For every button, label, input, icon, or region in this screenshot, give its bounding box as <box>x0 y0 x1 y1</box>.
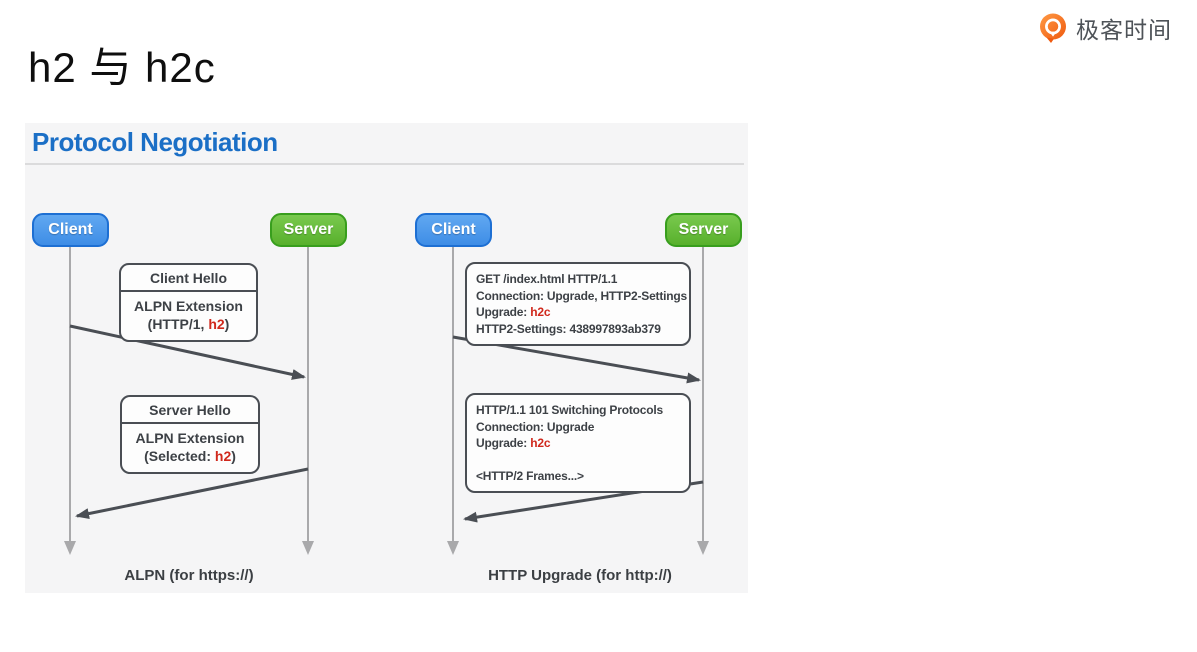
text-segment: ) <box>224 316 230 332</box>
request-line: GET /index.html HTTP/1.1 <box>476 272 618 286</box>
alpn-server-chip: Server <box>270 213 347 247</box>
arrow-client-hello <box>69 324 306 380</box>
alpn-selected-line: (Selected: h2) <box>126 447 254 465</box>
h2c-highlight: h2c <box>530 305 551 319</box>
alpn-extension-line: ALPN Extension <box>134 298 243 314</box>
client-hello-body: ALPN Extension (HTTP/1, h2) <box>121 292 256 340</box>
response-line: <HTTP/2 Frames...> <box>476 468 584 483</box>
response-line: Connection: Upgrade <box>476 419 595 434</box>
upgrade-server-label: Server <box>678 221 729 238</box>
alpn-extension-line: ALPN Extension <box>135 430 245 446</box>
alpn-protocols-line: (HTTP/1, h2) <box>125 315 252 333</box>
geektime-logo-text: 极客时间 <box>1076 17 1172 43</box>
sequence-lines-svg <box>64 247 709 555</box>
text-segment: Upgrade: <box>476 305 531 319</box>
lifeline-arrowhead <box>64 541 76 555</box>
h2-highlight: h2 <box>214 448 232 464</box>
upgrade-client-chip: Client <box>415 213 492 247</box>
response-line: Upgrade: h2c <box>476 435 680 452</box>
page-title: h2 与 h2c <box>28 44 216 91</box>
text-segment: ) <box>231 448 236 464</box>
header-divider <box>25 163 744 165</box>
lifeline-arrowhead <box>302 541 314 555</box>
request-line: HTTP2-Settings: 438997893ab379 <box>476 321 661 336</box>
alpn-client-label: Client <box>48 221 93 238</box>
request-line: Connection: Upgrade, HTTP2-Settings <box>476 288 688 303</box>
upgrade-client-label: Client <box>431 221 476 238</box>
alpn-caption: ALPN (for https://) <box>124 567 254 584</box>
response-line: HTTP/1.1 101 Switching Protocols <box>476 403 663 417</box>
text-segment: (HTTP/1, <box>147 316 209 332</box>
lifeline-arrowhead <box>697 541 709 555</box>
server-hello-header: Server Hello <box>122 397 258 424</box>
lifeline-end-arrows <box>64 541 709 555</box>
alpn-client-chip: Client <box>32 213 109 247</box>
geektime-logo-icon <box>1040 13 1066 43</box>
h2-highlight: h2 <box>208 316 225 332</box>
panel-title: Protocol Negotiation <box>32 127 278 157</box>
text-segment: Upgrade: <box>476 436 531 450</box>
server-hello-note: Server Hello ALPN Extension (Selected: h… <box>120 395 260 474</box>
upgrade-response-note: HTTP/1.1 101 Switching Protocols Connect… <box>465 393 691 493</box>
arrow-server-hello <box>75 467 309 519</box>
server-hello-body: ALPN Extension (Selected: h2) <box>122 424 258 472</box>
lifelines <box>69 247 704 542</box>
text-segment: (Selected: <box>144 448 215 464</box>
alpn-server-label: Server <box>283 221 334 238</box>
upgrade-request-note: GET /index.html HTTP/1.1 Connection: Upg… <box>465 262 691 346</box>
geektime-logo: 极客时间 <box>1037 11 1172 45</box>
lifeline-arrowhead <box>447 541 459 555</box>
h2c-highlight: h2c <box>530 436 551 450</box>
blank-line <box>476 452 680 468</box>
client-hello-header: Client Hello <box>121 265 256 292</box>
upgrade-server-chip: Server <box>665 213 742 247</box>
protocol-negotiation-panel: Protocol Negotiation <box>25 123 748 593</box>
request-line: Upgrade: h2c <box>476 304 680 321</box>
upgrade-caption: HTTP Upgrade (for http://) <box>488 567 672 584</box>
client-hello-note: Client Hello ALPN Extension (HTTP/1, h2) <box>119 263 258 342</box>
